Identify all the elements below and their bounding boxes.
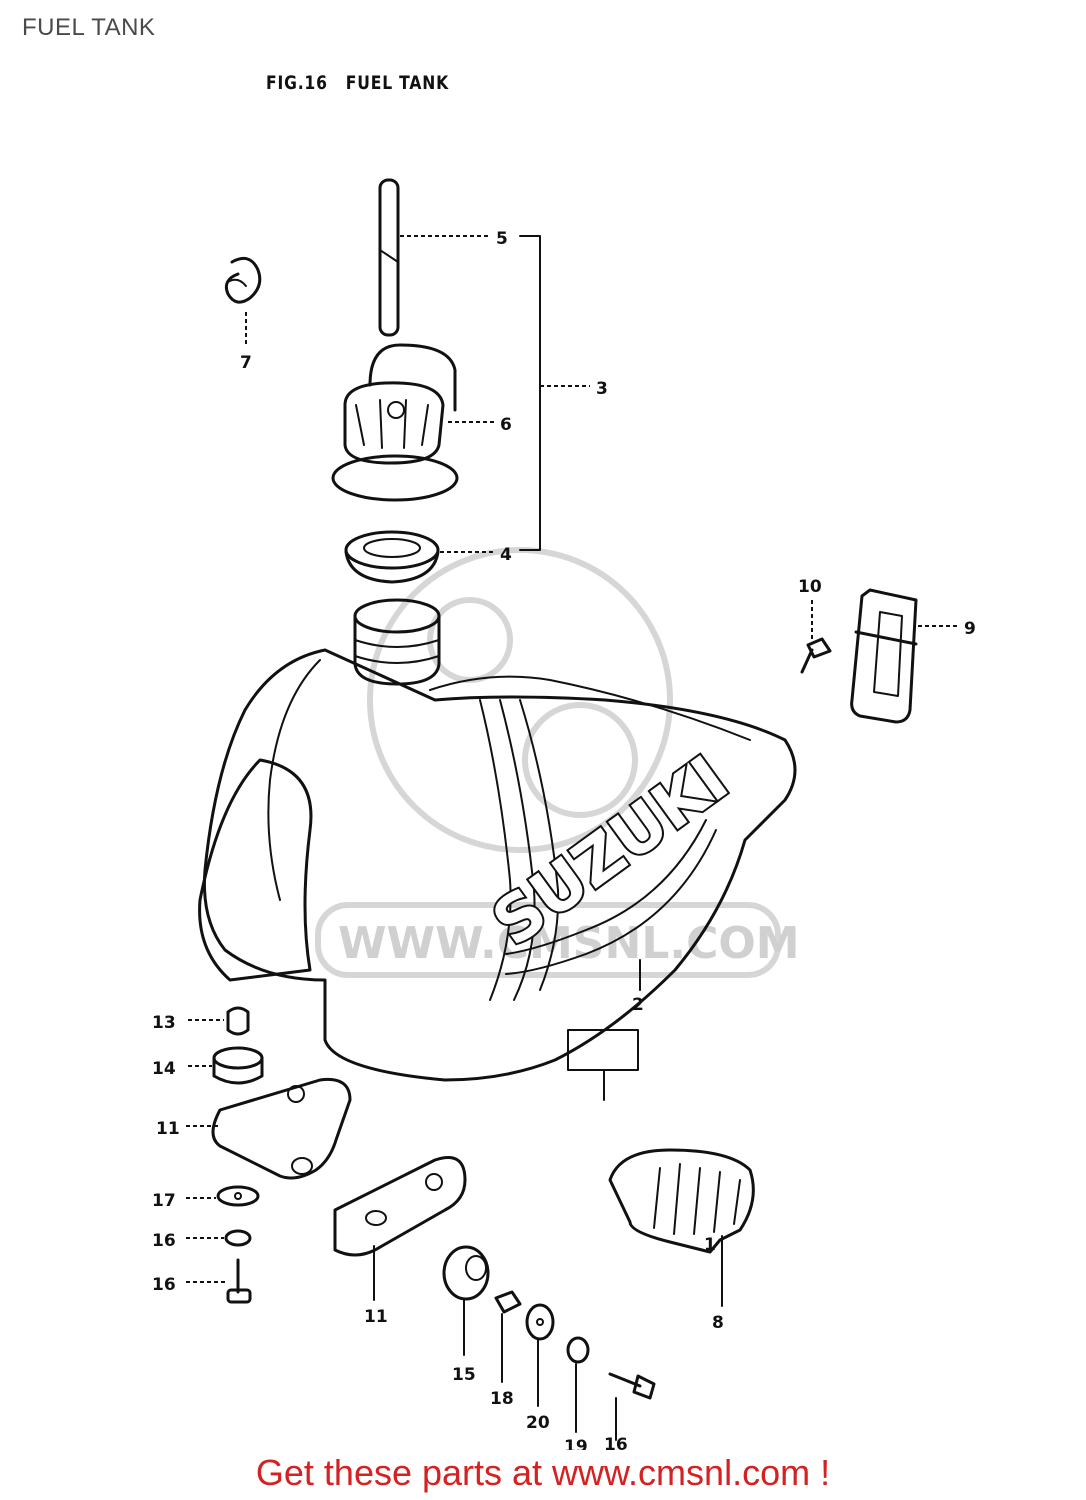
part-17-bolt[interactable] bbox=[608, 1372, 656, 1441]
part-14-washer[interactable] bbox=[186, 1185, 260, 1207]
callout-7[interactable]: 7 bbox=[240, 353, 252, 373]
part-18-collar[interactable] bbox=[494, 1290, 522, 1383]
part-3-bracket bbox=[519, 235, 590, 551]
footer-parts-link[interactable]: Get these parts at www.cmsnl.com ! bbox=[255, 1452, 831, 1493]
part-8-cushion[interactable] bbox=[608, 1148, 755, 1307]
callout-13[interactable]: 16 bbox=[152, 1231, 176, 1251]
part-6-fuel-cap[interactable] bbox=[331, 343, 495, 502]
part-5-breather-hose[interactable] bbox=[378, 178, 490, 337]
callout-3[interactable]: 3 bbox=[596, 379, 608, 399]
figure-title: FIG.16 FUEL TANK bbox=[266, 72, 449, 94]
part-15-collar[interactable] bbox=[188, 1006, 250, 1036]
callout-12[interactable]: 16 bbox=[152, 1275, 176, 1295]
part-12-bolt[interactable] bbox=[186, 1258, 252, 1304]
callout-9[interactable]: 9 bbox=[964, 619, 976, 639]
part-19-washer[interactable] bbox=[566, 1336, 590, 1433]
callout-5[interactable]: 5 bbox=[496, 229, 508, 249]
callout-1[interactable]: 1 bbox=[704, 1235, 716, 1255]
part-10-bolt[interactable] bbox=[800, 600, 832, 674]
part-7-clip[interactable] bbox=[224, 256, 262, 345]
part-16-cushion-lower[interactable] bbox=[442, 1245, 490, 1356]
callout-20[interactable]: 20 bbox=[526, 1413, 550, 1433]
part-20-washer[interactable] bbox=[525, 1303, 555, 1407]
part-11-bracket-upper[interactable] bbox=[186, 1077, 352, 1180]
callout-10[interactable]: 10 bbox=[798, 577, 822, 597]
part-4-gasket[interactable] bbox=[344, 530, 495, 584]
callout-6[interactable]: 6 bbox=[500, 415, 512, 435]
part-16-cushion-upper[interactable] bbox=[188, 1046, 264, 1085]
callout-17[interactable]: 16 bbox=[604, 1435, 628, 1450]
callout-4[interactable]: 4 bbox=[500, 545, 512, 565]
callout-labels: 5 7 3 6 4 10 9 2 1 13 14 11 17 16 16 11 … bbox=[152, 229, 976, 1450]
part-13-lock-washer[interactable] bbox=[186, 1229, 252, 1247]
parts-diagram: WWW.CMSNL.COM bbox=[152, 178, 976, 1450]
callout-16[interactable]: 14 bbox=[152, 1059, 176, 1079]
figure-caption: FUEL TANK bbox=[345, 72, 450, 94]
callout-19[interactable]: 19 bbox=[564, 1437, 588, 1450]
part-9-strap[interactable] bbox=[850, 588, 960, 724]
callout-18[interactable]: 18 bbox=[490, 1389, 514, 1409]
callout-2[interactable]: 2 bbox=[632, 995, 644, 1015]
callout-11-upper[interactable]: 11 bbox=[156, 1119, 180, 1139]
callout-15[interactable]: 13 bbox=[152, 1013, 176, 1033]
part-11-bracket-lower[interactable] bbox=[333, 1156, 467, 1301]
callout-16-lower[interactable]: 15 bbox=[452, 1365, 476, 1385]
callout-8[interactable]: 8 bbox=[712, 1313, 724, 1333]
page-title: FUEL TANK bbox=[22, 14, 156, 41]
callout-11-lower[interactable]: 11 bbox=[364, 1307, 388, 1327]
figure-number: FIG.16 bbox=[266, 72, 328, 94]
callout-14[interactable]: 17 bbox=[152, 1191, 176, 1211]
